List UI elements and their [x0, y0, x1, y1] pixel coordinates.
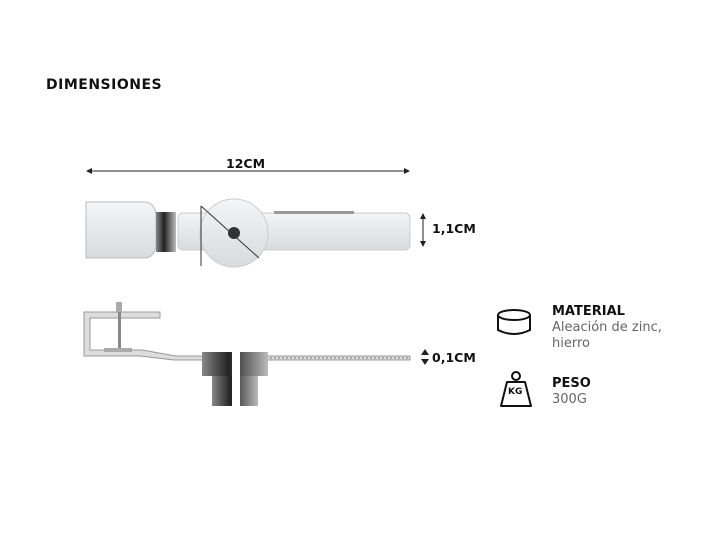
thickness-label: 0,1CM [432, 350, 476, 365]
width-arrow [420, 213, 426, 247]
material-label: MATERIAL [552, 304, 625, 319]
material-disc-icon [497, 309, 531, 335]
weight-icon-text: KG [508, 387, 523, 397]
width-label: 1,1CM [432, 221, 476, 236]
section-title: DIMENSIONES [46, 77, 163, 93]
weight-label: PESO [552, 376, 591, 391]
material-value-line1: Aleación de zinc, [552, 320, 662, 335]
latch-side-view-image [83, 302, 411, 406]
thickness-arrow [421, 349, 429, 365]
weight-kg-icon: KG [498, 370, 534, 410]
material-value-line2: hierro [552, 336, 590, 351]
length-label: 12CM [226, 156, 266, 171]
weight-value: 300G [552, 392, 587, 407]
latch-top-view-image [85, 198, 411, 268]
length-arrow [86, 168, 410, 174]
